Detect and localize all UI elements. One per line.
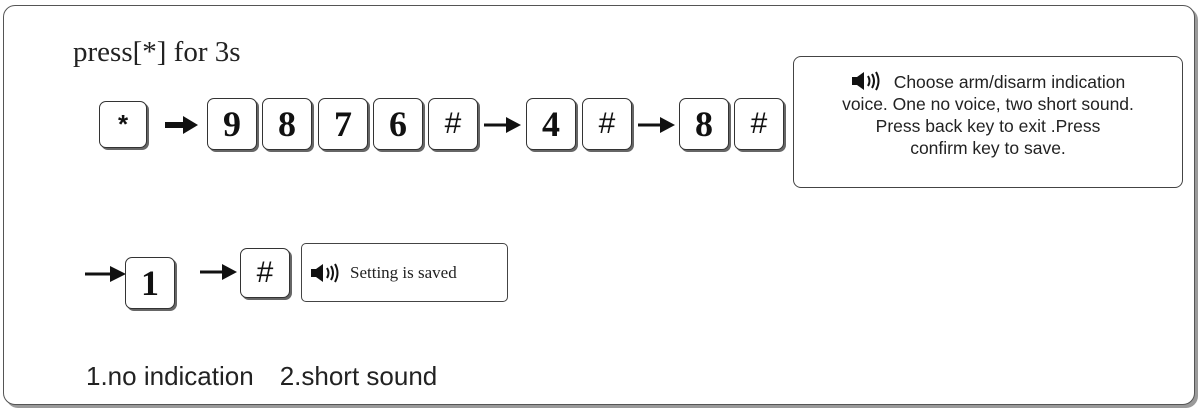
arrow-right-icon <box>165 116 198 134</box>
key-hash: # <box>734 98 784 150</box>
option-short-sound: 2.short sound <box>279 361 438 391</box>
saved-message-box: Setting is saved <box>301 243 508 302</box>
key-8: 8 <box>679 98 729 150</box>
info-line: voice. One no voice, two short sound. <box>842 94 1134 114</box>
key-8: 8 <box>262 98 312 150</box>
key-hash: # <box>582 98 632 150</box>
arrow-right-icon <box>85 266 126 282</box>
key-star: * <box>99 101 147 148</box>
options-legend: 1.no indication 2.short sound <box>86 361 463 392</box>
key-4: 4 <box>526 98 576 150</box>
saved-message: Setting is saved <box>350 262 457 282</box>
key-1: 1 <box>125 257 175 309</box>
key-9: 9 <box>207 98 257 150</box>
info-line: Choose arm/disarm indication <box>893 72 1126 92</box>
key-6: 6 <box>373 98 423 150</box>
instruction-title: press[*] for 3s <box>73 36 241 68</box>
key-hash: # <box>428 98 478 150</box>
option-no-indication: 1.no indication <box>86 361 254 391</box>
speaker-icon <box>851 71 880 91</box>
arrow-right-icon <box>200 264 237 280</box>
info-line: confirm key to save. <box>910 138 1066 158</box>
arrow-right-icon <box>484 117 521 133</box>
info-line: Press back key to exit .Press <box>875 116 1101 136</box>
key-hash: # <box>240 248 290 298</box>
arrow-right-icon <box>638 117 675 133</box>
speaker-icon <box>311 263 339 282</box>
key-7: 7 <box>318 98 368 150</box>
info-box: Choose arm/disarm indication voice. One … <box>793 56 1183 188</box>
